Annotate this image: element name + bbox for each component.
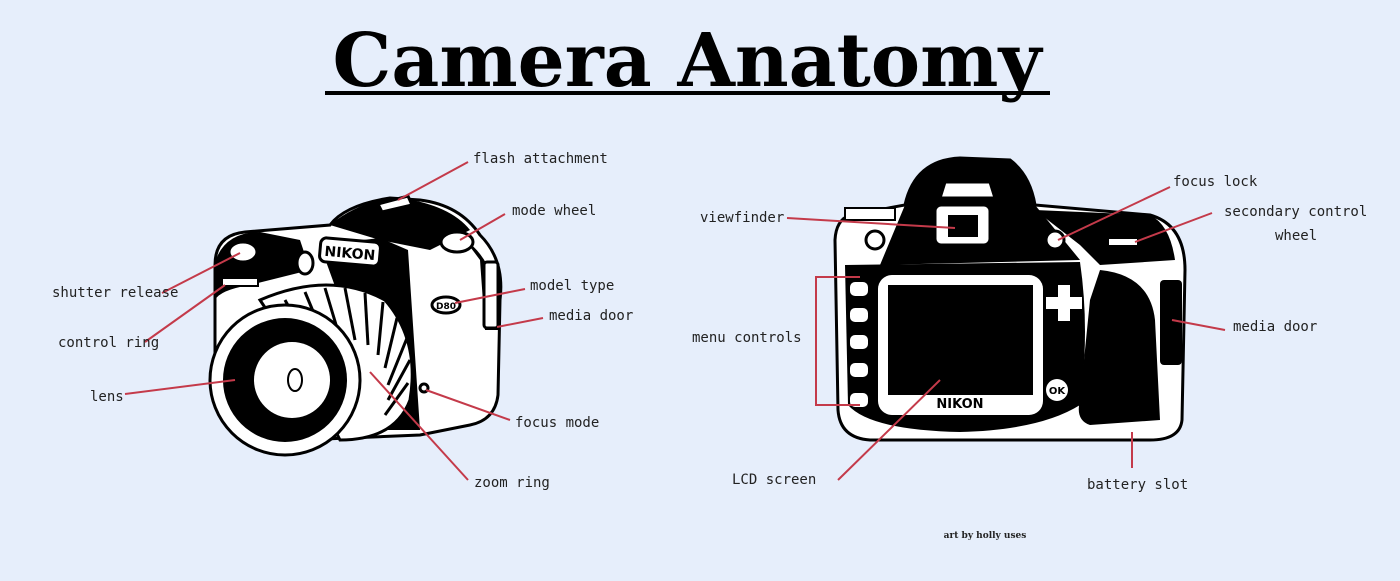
label-focus-lock: focus lock — [1173, 174, 1258, 190]
media-door-back — [1160, 280, 1182, 365]
focus-lock-button — [1044, 229, 1066, 251]
model-badge — [430, 295, 462, 315]
lcd-screen — [888, 285, 1033, 395]
label-control-ring: control ring — [58, 335, 159, 351]
label-secondary-control-wheel: secondary control — [1224, 204, 1367, 220]
dpad — [1046, 285, 1082, 321]
front-camera-illustration: NIKON D80 — [208, 194, 503, 457]
label-secondary-control-wheel-2: wheel — [1275, 228, 1317, 244]
label-zoom-ring: zoom ring — [474, 475, 550, 491]
ok-button — [1046, 379, 1068, 401]
shutter-release-button — [227, 240, 259, 264]
label-focus-mode: focus mode — [515, 415, 599, 431]
back-leader-lines — [786, 186, 1226, 481]
secondary-control-wheel — [1107, 237, 1139, 247]
back-brand-logo: NIKON — [936, 397, 983, 412]
page-title: Camera Anatomy — [333, 18, 1044, 104]
control-ring-dial — [221, 277, 259, 287]
front-labels: flash attachment mode wheel shutter rele… — [52, 151, 633, 491]
title-underline — [325, 91, 1050, 95]
label-flash-attachment: flash attachment — [473, 151, 608, 167]
label-viewfinder: viewfinder — [700, 210, 784, 226]
label-battery-slot: battery slot — [1087, 477, 1188, 493]
front-leader-lines — [124, 161, 544, 481]
label-lcd-screen: LCD screen — [732, 472, 816, 488]
svg-text:D80: D80 — [436, 302, 456, 312]
flash-hot-shoe — [375, 194, 415, 214]
svg-text:OK: OK — [1049, 386, 1067, 397]
label-shutter-release: shutter release — [52, 285, 178, 301]
back-labels: viewfinder focus lock secondary control … — [692, 174, 1367, 493]
label-mode-wheel: mode wheel — [512, 203, 596, 219]
label-menu-controls: menu controls — [692, 330, 802, 346]
artist-credit: art by holly uses — [944, 531, 1027, 541]
label-media-door-front: media door — [549, 308, 633, 324]
front-brand-logo: NIKON — [324, 244, 376, 264]
label-lens: lens — [90, 389, 124, 405]
menu-buttons — [850, 282, 868, 407]
label-media-door-back: media door — [1233, 319, 1317, 335]
label-model-type: model type — [530, 278, 614, 294]
back-camera-illustration: NIKON OK — [833, 156, 1187, 442]
